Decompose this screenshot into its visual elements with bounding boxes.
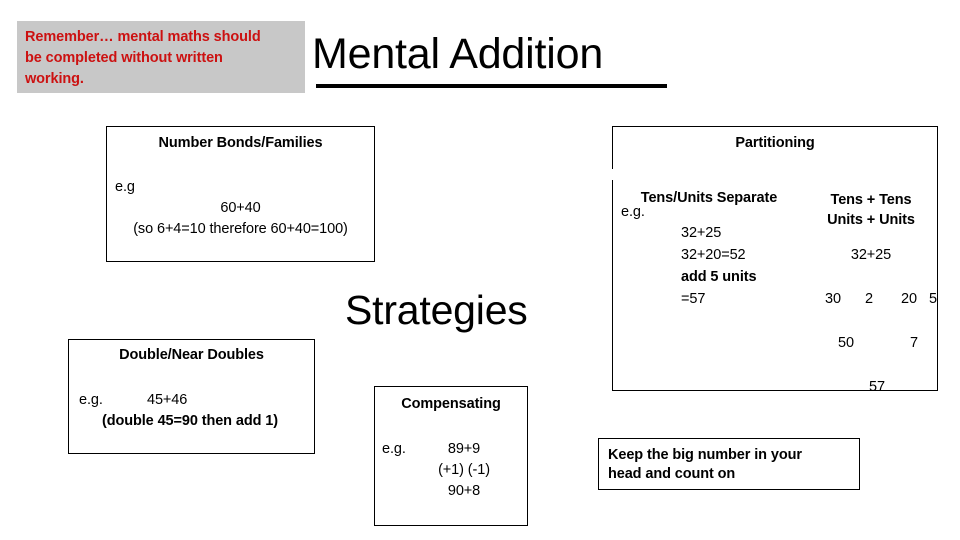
page-title-text: Mental Addition	[312, 30, 604, 78]
title-underline	[316, 84, 667, 88]
keep-number-line-1: Keep the big number in your	[608, 447, 802, 463]
number-bonds-panel: Number Bonds/Families e.g 60+40 (so 6+4=…	[106, 126, 375, 262]
partitioning-eg-label: e.g.	[621, 204, 645, 220]
number-bonds-eg-label: e.g	[115, 179, 135, 195]
number-bonds-example: 60+40	[220, 200, 261, 216]
reminder-line-3: working.	[25, 71, 84, 87]
partitioning-column-b-heading: Tens + Tens Units + Units	[807, 190, 935, 230]
doubles-example: 45+46	[147, 392, 188, 408]
partitioning-col-a-line-2: 32+20=52	[681, 247, 746, 263]
doubles-title: Double/Near Doubles	[119, 347, 264, 363]
doubles-eg-label: e.g.	[79, 392, 103, 408]
partitioning-column-a-heading: Tens/Units Separate	[640, 190, 778, 206]
compensating-line-1: 89+9	[447, 441, 481, 457]
reminder-note: Remember… mental maths should be complet…	[17, 21, 305, 93]
partitioning-col-a-line-1: 32+25	[681, 225, 722, 241]
reminder-line-2: be completed without written	[25, 50, 223, 66]
compensating-panel: Compensating e.g. 89+9 (+1) (-1) 90+8	[374, 386, 528, 526]
partitioning-column-b-heading-line-1: Tens + Tens	[830, 192, 912, 208]
partitioning-col-b-sum: 32+25	[850, 247, 892, 263]
partitioning-col-a-line-3: add 5 units	[681, 269, 757, 285]
number-bonds-explanation: (so 6+4=10 therefore 60+40=100)	[133, 221, 348, 237]
compensating-title: Compensating	[401, 396, 501, 412]
strategies-title: Strategies	[345, 287, 528, 333]
compensating-line-3: 90+8	[447, 483, 481, 499]
compensating-eg-label: e.g.	[382, 441, 406, 457]
partitioning-tree-tens-2: 20	[901, 291, 917, 307]
partitioning-tree-units-1: 2	[865, 291, 873, 307]
partitioning-col-a-line-4: =57	[681, 291, 706, 307]
panel-border-gap	[611, 169, 614, 180]
keep-number-panel: Keep the big number in your head and cou…	[598, 438, 860, 490]
partitioning-tree-units-2: 5	[929, 291, 937, 307]
number-bonds-title: Number Bonds/Families	[158, 135, 323, 151]
doubles-explanation: (double 45=90 then add 1)	[102, 413, 278, 429]
compensating-line-2: (+1) (-1)	[438, 462, 490, 478]
partitioning-column-b-heading-line-2: Units + Units	[827, 212, 915, 228]
partitioning-tree-tens-1: 30	[825, 291, 841, 307]
partitioning-title: Partitioning	[735, 135, 815, 151]
partitioning-tree-units-total: 7	[910, 335, 918, 351]
page-title: Mental Addition	[312, 28, 672, 88]
keep-number-line-2: head and count on	[608, 466, 736, 482]
partitioning-tree-grand-total: 57	[869, 379, 885, 395]
partitioning-panel: Partitioning Tens/Units Separate Tens + …	[611, 126, 938, 395]
reminder-line-1: Remember… mental maths should	[25, 29, 261, 45]
partitioning-tree-tens-total: 50	[838, 335, 854, 351]
doubles-panel: Double/Near Doubles e.g. 45+46 (double 4…	[68, 339, 315, 454]
